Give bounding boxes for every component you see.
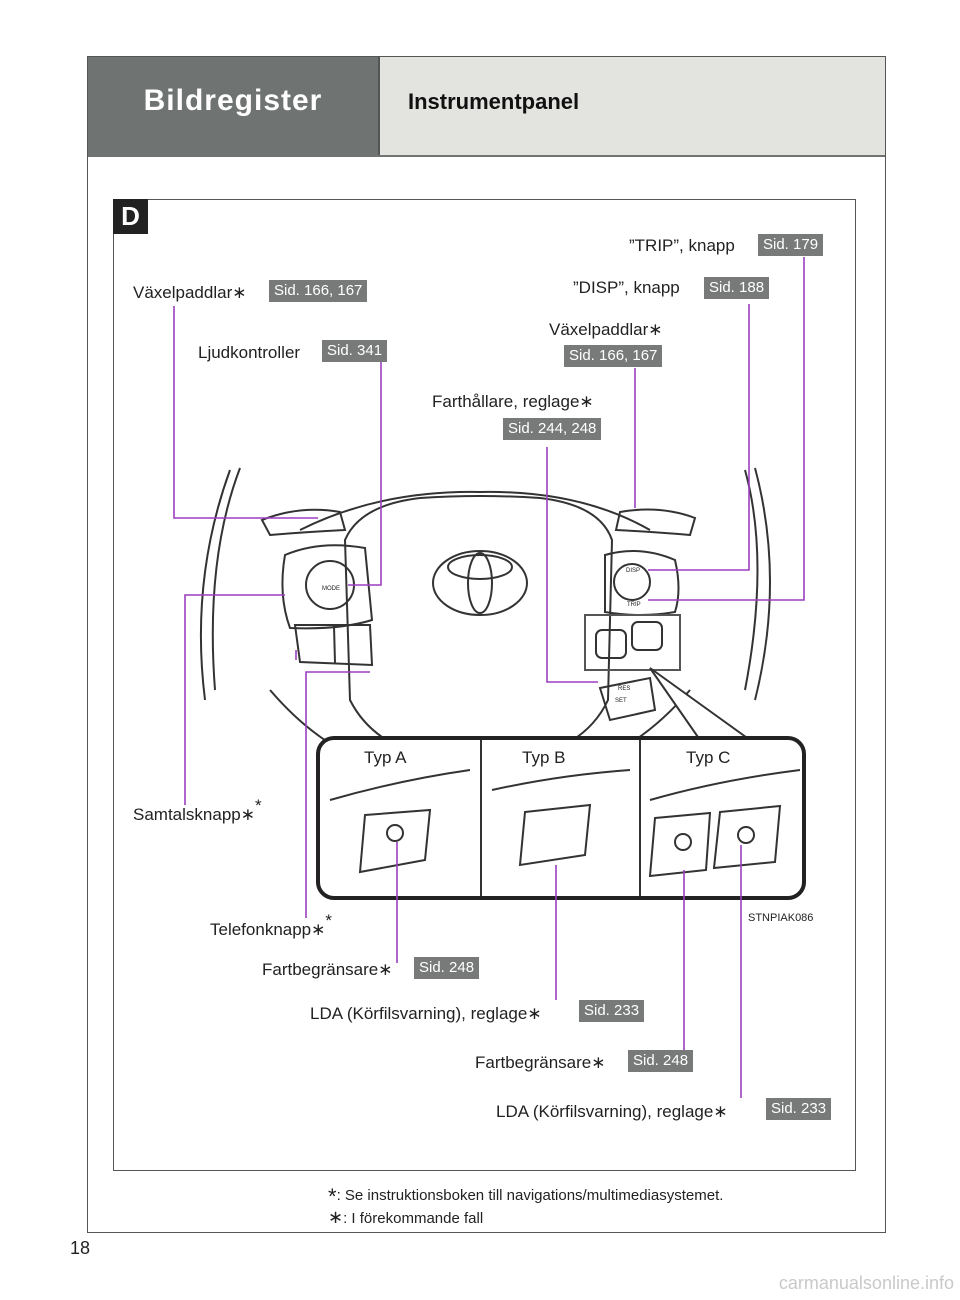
- lda-b-page-ref[interactable]: Sid. 233: [579, 1000, 645, 1022]
- wheel-disp-text: DISP: [626, 568, 640, 574]
- type-b-label: Typ B: [522, 748, 566, 767]
- page-subtitle: Instrumentpanel: [408, 89, 580, 114]
- paddles-right-page-ref[interactable]: Sid. 166, 167: [564, 345, 663, 367]
- figure-box: [113, 199, 856, 1171]
- trip-button-label: ”TRIP”, knapp: [629, 236, 735, 255]
- cruise-page-ref[interactable]: Sid. 244, 248: [503, 418, 602, 440]
- wheel-set-text: SET: [615, 698, 627, 704]
- audio-controls-label: Ljudkontroller: [198, 343, 301, 362]
- header-section-block: [88, 57, 378, 155]
- section-title: Bildregister: [143, 84, 323, 117]
- disp-button-label: ”DISP”, knapp: [573, 278, 680, 297]
- wheel-trip-text: TRIP: [627, 602, 641, 608]
- speed-limiter-c-page-ref[interactable]: Sid. 248: [628, 1050, 694, 1072]
- audio-page-ref[interactable]: Sid. 341: [322, 340, 388, 362]
- lda-c-page-ref[interactable]: Sid. 233: [766, 1098, 832, 1120]
- paddles-right-label: Växelpaddlar∗: [549, 320, 663, 339]
- phone-button-label: Telefonknapp∗*: [210, 911, 333, 939]
- header-underline: [88, 155, 885, 157]
- page-frame: [87, 56, 886, 1233]
- watermark: carmanualsonline.info: [778, 1273, 954, 1293]
- talk-button-label: Samtalsknapp∗*: [133, 796, 262, 824]
- image-code: STNPIAK086: [748, 912, 814, 924]
- speed-limiter-a-page-ref[interactable]: Sid. 248: [414, 957, 480, 979]
- lda-b-label: LDA (Körfilsvarning), reglage∗: [310, 1004, 542, 1023]
- lda-c-label: LDA (Körfilsvarning), reglage∗: [496, 1102, 728, 1121]
- header-subtitle-block: [379, 57, 885, 155]
- paddles-left-page-ref[interactable]: Sid. 166, 167: [269, 280, 368, 302]
- header-separator: [378, 57, 380, 155]
- type-c-label: Typ C: [686, 748, 731, 767]
- wheel-mode-text: MODE: [322, 586, 340, 592]
- cruise-control-label: Farthållare, reglage∗: [432, 392, 594, 411]
- speed-limiter-a-label: Fartbegränsare∗: [262, 960, 393, 979]
- type-a-label: Typ A: [364, 748, 407, 767]
- footnote-optional: ∗: I förekommande fall: [328, 1207, 484, 1227]
- disp-page-ref[interactable]: Sid. 188: [704, 277, 770, 299]
- trip-page-ref[interactable]: Sid. 179: [758, 234, 824, 256]
- footnote-navigation: *: Se instruktionsboken till navigations…: [328, 1184, 724, 1209]
- wheel-res-text: RES: [618, 686, 630, 692]
- paddles-left-label: Växelpaddlar∗: [133, 283, 247, 302]
- page-number: 18: [70, 1238, 91, 1258]
- speed-limiter-c-label: Fartbegränsare∗: [475, 1053, 606, 1072]
- detail-panel: [316, 736, 806, 900]
- figure-badge: D: [113, 199, 148, 234]
